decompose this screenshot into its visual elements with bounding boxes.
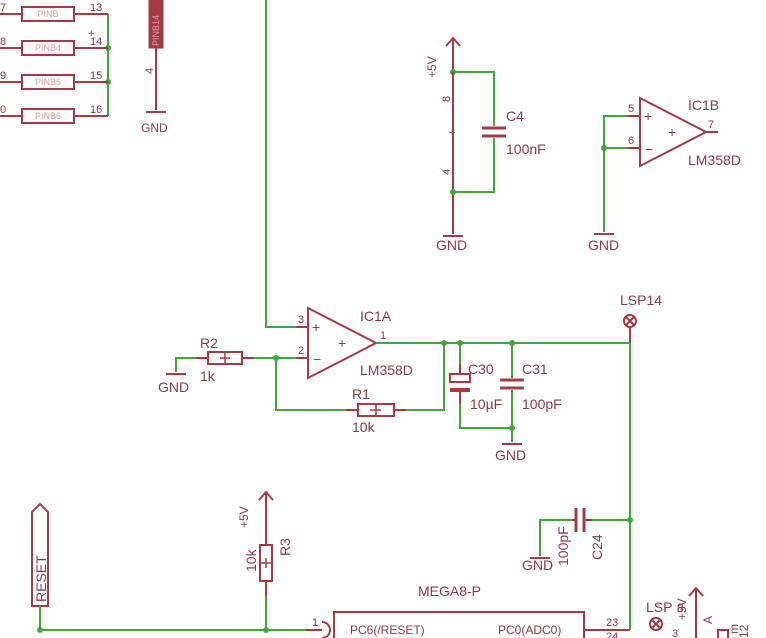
- lsp-label-suffix: 8: [677, 601, 684, 615]
- gnd-label: GND: [588, 237, 619, 253]
- component-value: 1k: [200, 368, 216, 384]
- pin-number: 4: [144, 68, 156, 74]
- header-label: PINB14: [151, 15, 161, 46]
- supply-label: +5V: [237, 506, 251, 528]
- mega8-chip: MEGA8-P 1 PC6(/RESET) PC0(ADC0) 23 24: [306, 583, 631, 638]
- component-name: C24: [589, 534, 605, 560]
- pin-number: 8: [441, 96, 453, 102]
- r1-resistor: R1 10k: [275, 343, 445, 435]
- component-part: LM358D: [360, 362, 413, 378]
- plus-mark: +: [88, 28, 94, 40]
- minus-sign: −: [313, 351, 321, 367]
- component-name: R3: [277, 538, 293, 556]
- connector-row-label: PINB: [37, 9, 58, 19]
- pin-name: PC0(ADC0): [498, 623, 561, 637]
- minus-sign: −: [645, 141, 653, 157]
- pin-number: 14: [90, 36, 102, 48]
- pin-label: A: [701, 616, 715, 624]
- component-value: 100pF: [555, 526, 571, 566]
- plus-sign: +: [338, 335, 346, 351]
- pin-number: 7: [0, 2, 6, 14]
- left-connector: PINB 7 13 PINB4 8 14 + PINB5 9 15 PINB6: [0, 2, 111, 124]
- component-name: C31: [522, 361, 548, 377]
- pin-number: 15: [90, 70, 102, 82]
- pin-number: 7: [708, 119, 714, 131]
- pin-number: 0: [0, 104, 6, 116]
- r2-resistor: R2 1k GND: [158, 335, 296, 395]
- component-name: LSP14: [620, 292, 662, 308]
- output-net: [376, 342, 631, 610]
- vertical-header: PINB14 4 GND: [141, 0, 168, 135]
- component-value: 10k: [352, 419, 376, 435]
- wire-to-ic1a-plus: [265, 0, 306, 328]
- connector-row-1: PINB 7 13: [0, 2, 108, 22]
- pin-number: 1: [312, 617, 318, 629]
- component-value: 10µF: [470, 396, 502, 412]
- connector-row-label: PINB5: [35, 77, 61, 87]
- component-value: 100pF: [522, 396, 562, 412]
- pin-number: 3: [298, 314, 304, 326]
- pin-number: 8: [0, 36, 6, 48]
- net-label: m: [727, 624, 741, 634]
- component-name: IC1B: [688, 97, 719, 113]
- connector-row-4: PINB6 0 16: [0, 104, 108, 124]
- net-label: RESET: [33, 555, 49, 602]
- pin-number: 23: [606, 617, 618, 629]
- component-name: R2: [200, 335, 218, 351]
- plus-sign: +: [644, 108, 652, 124]
- connector-row-3: PINB5 9 15: [0, 70, 108, 90]
- supply-label: +5V: [675, 598, 689, 620]
- pin-number: 13: [90, 2, 102, 14]
- component-part: LM358D: [688, 152, 741, 168]
- c31-capacitor: C31 100pF GND: [495, 343, 562, 463]
- plus-sign: +: [668, 124, 676, 140]
- net-label: 12: [737, 624, 751, 638]
- component-name: IC1A: [360, 308, 392, 324]
- gnd-label: GND: [522, 557, 553, 573]
- bottom-right-fragment: LSP 8 +5V A 3 12 m: [646, 586, 751, 638]
- pin-number: 1: [380, 330, 386, 342]
- pin-number: 24: [606, 631, 618, 638]
- c30-capacitor: C30 10µF: [449, 343, 512, 429]
- component-name: C4: [506, 108, 524, 124]
- component-value: 10k: [243, 548, 259, 572]
- gnd-label: GND: [158, 379, 189, 395]
- supply-label: +5V: [425, 56, 439, 78]
- r3-resistor: +5V 10k R3: [237, 490, 293, 633]
- component-name: C30: [468, 361, 494, 377]
- pin-number: 2: [298, 345, 304, 357]
- ic1a-opamp: + − + 3 2 1 IC1A LM358D: [296, 306, 413, 380]
- gnd-label: GND: [141, 121, 168, 135]
- pin-number: 16: [90, 104, 102, 116]
- lsp14-testpoint: LSP14: [620, 292, 662, 343]
- ic1b-opamp: + − + 5 6 7 IC1B LM358D GND: [588, 96, 741, 253]
- pin-number: 3: [672, 628, 678, 638]
- gnd-label: GND: [436, 237, 467, 253]
- gnd-label: GND: [495, 447, 526, 463]
- pin-number: 5: [628, 103, 634, 115]
- connector-row-label: PINB4: [35, 43, 61, 53]
- pin-number: 6: [628, 135, 634, 147]
- connector-row-label: PINB6: [35, 111, 61, 121]
- plus-sign: +: [312, 319, 320, 335]
- c4-capacitor: +5V 8 + 4 C4 100nF GND: [425, 36, 546, 253]
- lsp-label: LSP: [646, 599, 672, 615]
- reset-net-flag: RESET: [31, 502, 49, 633]
- component-name: R1: [352, 386, 370, 402]
- pin-number: 9: [0, 70, 6, 82]
- component-value: 100nF: [506, 141, 546, 157]
- plus-mark: +: [449, 127, 455, 139]
- pin-number: 4: [441, 169, 453, 175]
- chip-name: MEGA8-P: [418, 583, 481, 599]
- pin-name: PC6(/RESET): [350, 623, 425, 637]
- c24-capacitor: GND 100pF C24: [522, 508, 630, 573]
- connector-row-2: PINB4 8 14 +: [0, 28, 108, 56]
